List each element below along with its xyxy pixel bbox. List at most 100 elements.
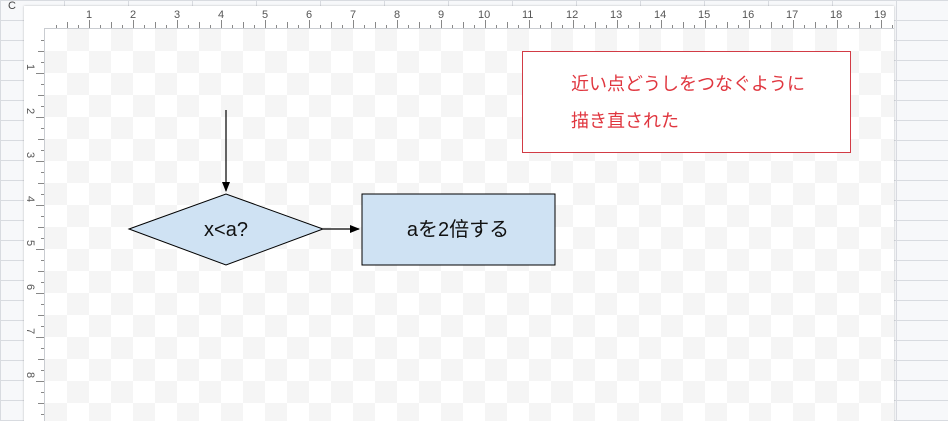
ruler-minor-tick — [694, 25, 695, 28]
process-label: aを2倍する — [407, 218, 509, 241]
ruler-minor-tick — [210, 25, 211, 28]
ruler-minor-tick — [551, 22, 552, 28]
ruler-minor-tick — [188, 25, 189, 28]
ruler-minor-tick — [518, 25, 519, 28]
ruler-minor-tick — [584, 25, 585, 28]
ruler-number-v: 1 — [24, 63, 37, 71]
ruler-major-tick — [89, 20, 90, 28]
ruler-minor-tick — [562, 25, 563, 28]
ruler-number-h: 16 — [742, 9, 755, 21]
drawing-canvas[interactable]: x<a? aを2倍する 近い点どうしをつなぐように 描き直された — [45, 29, 894, 421]
ruler-minor-tick — [892, 25, 893, 28]
ruler-minor-tick — [540, 25, 541, 28]
ruler-number-h: 1 — [86, 9, 93, 21]
ruler-minor-tick — [738, 25, 739, 28]
ruler-minor-tick — [38, 271, 44, 272]
ruler-minor-tick — [507, 22, 508, 28]
ruler-minor-tick — [298, 25, 299, 28]
ruler-minor-tick — [100, 25, 101, 28]
ruler-number-h: 17 — [786, 9, 799, 21]
column-header-letter[interactable]: C — [8, 0, 16, 12]
ruler-number-v: 8 — [24, 371, 37, 379]
ruler-minor-tick — [628, 25, 629, 28]
ruler-minor-tick — [41, 414, 44, 415]
ruler-minor-tick — [67, 22, 68, 28]
ruler-major-tick — [441, 20, 442, 28]
ruler-major-tick — [309, 20, 310, 28]
ruler-major-tick — [397, 20, 398, 28]
ruler-number-h: 3 — [174, 9, 181, 21]
ruler-minor-tick — [243, 22, 244, 28]
ruler-number-h: 8 — [394, 9, 401, 21]
ruler-minor-tick — [41, 348, 44, 349]
ruler-minor-tick — [375, 22, 376, 28]
ruler-minor-tick — [430, 25, 431, 28]
ruler-minor-tick — [771, 22, 772, 28]
ruler-number-v: 6 — [24, 283, 37, 291]
ruler-minor-tick — [463, 22, 464, 28]
ruler-major-tick — [793, 20, 794, 28]
ruler-minor-tick — [716, 25, 717, 28]
ruler-major-tick — [36, 381, 44, 382]
ruler-minor-tick — [38, 183, 44, 184]
ruler-minor-tick — [287, 22, 288, 28]
ruler-major-tick — [617, 20, 618, 28]
ruler-number-v: 5 — [24, 239, 37, 247]
ruler-minor-tick — [199, 22, 200, 28]
annotation-line-1: 近い点どうしをつなぐように — [571, 74, 805, 95]
ruler-minor-tick — [606, 25, 607, 28]
ruler-minor-tick — [848, 25, 849, 28]
ruler-minor-tick — [41, 282, 44, 283]
ruler-major-tick — [661, 20, 662, 28]
ruler-minor-tick — [41, 392, 44, 393]
ruler-minor-tick — [41, 304, 44, 305]
ruler-minor-tick — [331, 22, 332, 28]
ruler-minor-tick — [672, 25, 673, 28]
ruler-minor-tick — [386, 25, 387, 28]
ruler-minor-tick — [38, 315, 44, 316]
ruler-major-tick — [881, 20, 882, 28]
ruler-minor-tick — [276, 25, 277, 28]
ruler-minor-tick — [38, 95, 44, 96]
ruler-number-h: 18 — [830, 9, 843, 21]
ruler-minor-tick — [496, 25, 497, 28]
ruler-minor-tick — [419, 22, 420, 28]
ruler-minor-tick — [41, 194, 44, 195]
ruler-minor-tick — [41, 172, 44, 173]
ruler-minor-tick — [452, 25, 453, 28]
ruler-minor-tick — [815, 22, 816, 28]
process-box[interactable] — [361, 193, 556, 266]
ruler-number-h: 6 — [306, 9, 313, 21]
ruler-major-tick — [36, 249, 44, 250]
ruler-number-v: 4 — [24, 195, 37, 203]
ruler-major-tick — [36, 337, 44, 338]
ruler-number-h: 7 — [350, 9, 357, 21]
ruler-number-h: 2 — [130, 9, 137, 21]
ruler-minor-tick — [320, 25, 321, 28]
decision-label: x<a? — [204, 219, 248, 241]
annotation-line-2: 描き直された — [571, 111, 679, 132]
ruler-minor-tick — [254, 25, 255, 28]
ruler-minor-tick — [111, 22, 112, 28]
ruler-minor-tick — [364, 25, 365, 28]
ruler-minor-tick — [41, 84, 44, 85]
ruler-minor-tick — [78, 25, 79, 28]
ruler-minor-tick — [41, 326, 44, 327]
ruler-minor-tick — [782, 25, 783, 28]
ruler-number-h: 14 — [654, 9, 667, 21]
ruler-major-tick — [749, 20, 750, 28]
ruler-minor-tick — [859, 22, 860, 28]
ruler-minor-tick — [41, 260, 44, 261]
ruler-minor-tick — [474, 25, 475, 28]
ruler-major-tick — [36, 293, 44, 294]
ruler-number-v: 2 — [24, 107, 37, 115]
ruler-minor-tick — [41, 106, 44, 107]
ruler-minor-tick — [166, 25, 167, 28]
ruler-minor-tick — [41, 128, 44, 129]
annotation-note[interactable]: 近い点どうしをつなぐように 描き直された — [522, 51, 851, 153]
ruler-minor-tick — [38, 227, 44, 228]
ruler-minor-tick — [408, 25, 409, 28]
